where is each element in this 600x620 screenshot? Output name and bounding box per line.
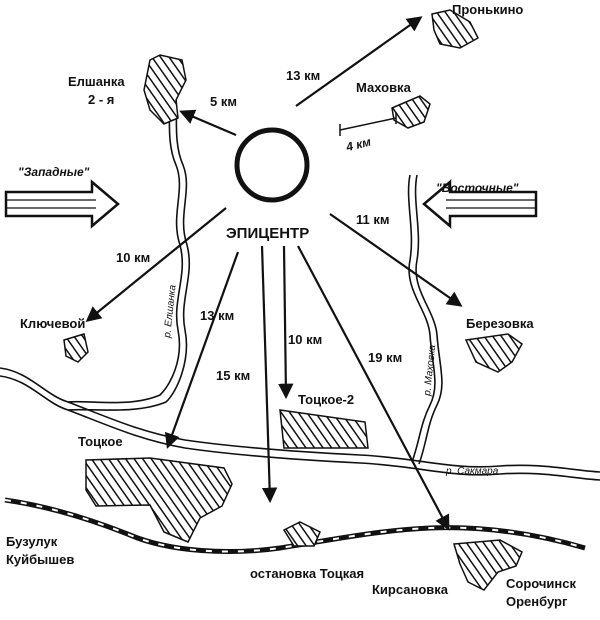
arrow-to-totskoe <box>164 251 240 449</box>
distance-klyuchevoy: 10 км <box>116 250 150 265</box>
river-sakmara <box>0 367 600 481</box>
wind-west-label: "Западные" <box>18 165 90 179</box>
distance-station: 15 км <box>216 368 250 383</box>
label-makhovka: Маховка <box>356 80 412 95</box>
settlement-pronkino <box>431 9 479 49</box>
arrow-to-pronkino <box>295 16 423 107</box>
distance-elshanka: 5 км <box>210 94 237 109</box>
settlement-elshanka <box>143 54 187 125</box>
settlement-totskoe <box>85 457 233 543</box>
label-elshanka-1: Елшанка <box>68 74 125 89</box>
label-kirsanovka: Кирсановка <box>372 582 449 597</box>
settlement-makhovka <box>391 95 431 129</box>
label-klyuchevoy: Ключевой <box>20 316 85 331</box>
west-wind-arrow <box>4 179 120 229</box>
railway-west-2: Куйбышев <box>6 552 74 567</box>
river-label-sakmara: р. Сакмара <box>445 466 499 477</box>
railway-station-label: остановка Тоцкая <box>250 566 364 581</box>
label-elshanka-2: 2 - я <box>88 92 114 107</box>
arrow-to-totskoe2 <box>278 245 294 400</box>
settlement-station-totskaya <box>282 521 321 547</box>
arrow-to-station <box>260 245 278 504</box>
label-totskoe: Тоцкое <box>78 434 123 449</box>
distance-makhovka: 4 км <box>344 135 373 155</box>
railway-east-2: Оренбург <box>506 594 568 609</box>
railway-west-1: Бузулук <box>6 534 58 549</box>
settlement-klyuchevoy <box>63 333 89 363</box>
settlement-berezovka <box>464 333 523 373</box>
label-pronkino: Пронькино <box>452 2 523 17</box>
distance-kirsanovka: 19 км <box>368 350 402 365</box>
arrow-to-elshanka <box>179 109 237 137</box>
settlement-kirsanovka <box>453 539 523 591</box>
arrow-to-berezovka <box>329 213 463 307</box>
east-wind-arrow <box>422 179 538 229</box>
label-totskoe2: Тоцкое-2 <box>298 392 354 407</box>
label-berezovka: Березовка <box>466 316 534 331</box>
railway-line <box>4 497 586 555</box>
arrow-to-kirsanovka <box>297 245 450 531</box>
epicenter-ring <box>234 127 310 203</box>
arrow-to-klyuchevoy <box>85 207 227 322</box>
railway-east-1: Сорочинск <box>506 576 577 591</box>
river-makhovka <box>407 174 443 465</box>
wind-east-label: "Восточные" <box>436 181 519 195</box>
distance-berezovka: 11 км <box>356 212 389 227</box>
distance-pronkino: 13 км <box>286 68 320 83</box>
epicenter-label: ЭПИЦЕНТР <box>226 225 309 242</box>
distance-totskoe: 13 км <box>200 308 234 323</box>
settlement-totskoe2 <box>279 409 369 449</box>
scale-line-4km <box>339 117 397 131</box>
river-elshanka <box>67 84 191 411</box>
river-label-makhovka: р. Маховка <box>422 344 438 397</box>
distance-totskoe2: 10 км <box>288 332 322 347</box>
